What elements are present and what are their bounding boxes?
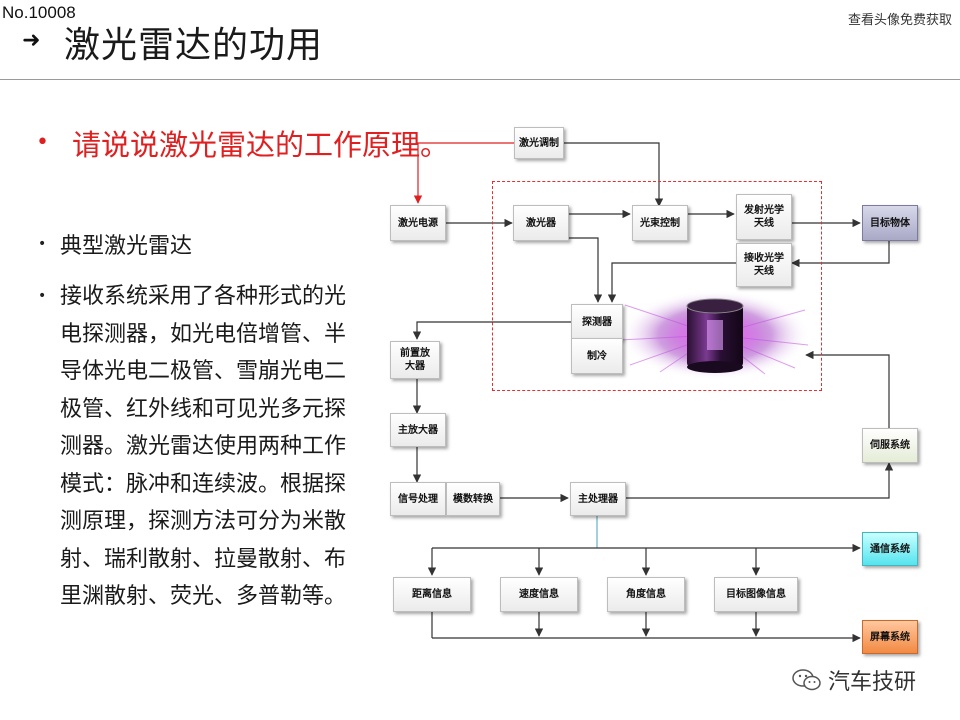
box-label: 屏幕系统 [870,631,910,643]
watermark: 汽车技研 [792,664,916,696]
target-image-info-box: 目标图像信息 [714,577,798,612]
watermark-text: 汽车技研 [828,670,917,695]
box-label: 速度信息 [519,589,559,600]
preamp-box: 前置放大器 [390,341,440,379]
question-text: 请说说激光雷达的工作原理。 [72,128,450,162]
box-label: 目标物体 [870,217,910,229]
wechat-icon [792,669,821,691]
title-divider [0,79,960,80]
box-label: 探测器 [582,316,612,328]
box-label: 信号处理 [398,493,438,505]
bullet-icon: • [38,288,47,304]
speed-info-box: 速度信息 [500,577,578,612]
optical-module-frame [492,181,822,391]
detector-box: 探测器 [571,304,623,340]
title-arrow-icon: ➜ [22,28,41,53]
servo-system-box: 伺服系统 [862,428,918,463]
box-label: 激光调制 [519,137,559,149]
box-label: 激光电源 [398,217,438,229]
slide-number: No.10008 [2,3,76,22]
box-label: 距离信息 [412,589,452,600]
box-label: 模数转换 [453,493,493,505]
angle-info-box: 角度信息 [607,577,685,612]
box-label: 发射光学天线 [744,205,784,229]
bullet-icon: • [38,236,47,252]
box-label: 伺服系统 [870,440,910,451]
tx-antenna-box: 发射光学天线 [736,194,792,240]
laser-modulation-box: 激光调制 [514,127,564,159]
communication-system-box: 通信系统 [862,532,918,566]
box-label: 角度信息 [626,589,666,600]
box-label: 目标图像信息 [726,589,786,600]
beam-control-box: 光束控制 [632,205,688,241]
laser-box: 激光器 [513,205,569,241]
box-label: 光束控制 [640,217,680,229]
box-label: 通信系统 [870,543,910,555]
distance-info-box: 距离信息 [393,577,471,612]
box-label: 主放大器 [398,424,438,436]
bullet-item: 接收系统采用了各种形式的光电探测器，如光电倍增管、半导体光电二极管、雪崩光电二极… [60,284,347,609]
page-title: 激光雷达的功用 [64,25,324,66]
laser-power-box: 激光电源 [390,205,446,241]
main-amp-box: 主放大器 [390,413,446,447]
lidar-device-image [619,290,810,380]
question-bullet-icon: • [36,130,49,155]
display-system-box: 屏幕系统 [862,620,918,654]
ad-converter-box: 模数转换 [446,482,500,516]
header-note: 查看头像免费获取 [847,13,952,28]
main-processor-box: 主处理器 [570,482,626,516]
cooling-box: 制冷 [571,338,623,374]
box-label: 接收光学天线 [744,253,784,277]
target-object-box: 目标物体 [862,205,918,241]
signal-processing-box: 信号处理 [390,482,446,516]
box-label: 前置放大器 [400,348,430,372]
rx-antenna-box: 接收光学天线 [736,243,792,287]
box-label: 激光器 [526,217,556,229]
box-label: 制冷 [587,350,607,362]
box-label: 主处理器 [578,493,618,505]
bullet-item: 典型激光雷达 [60,234,193,259]
